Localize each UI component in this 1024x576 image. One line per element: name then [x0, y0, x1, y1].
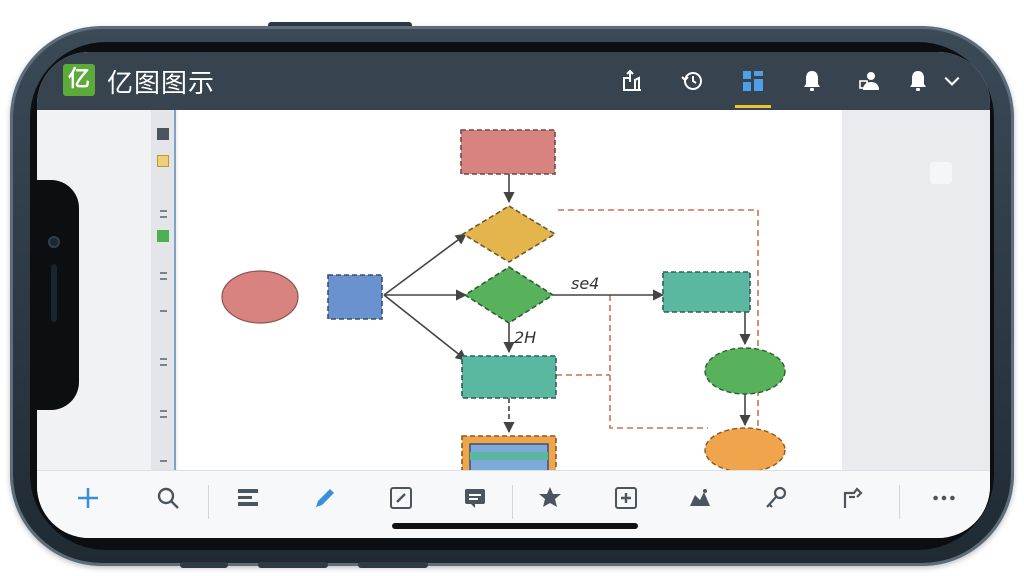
- edge-label-2h: 2H: [514, 328, 536, 347]
- message-icon[interactable]: [460, 483, 490, 513]
- grid-view-icon[interactable]: [738, 67, 768, 95]
- link-icon[interactable]: [837, 483, 867, 513]
- green-ellipse: [704, 347, 786, 395]
- left-ruler-toolbar: [151, 110, 176, 470]
- bell-icon[interactable]: [797, 67, 827, 95]
- camera-notch: [37, 180, 79, 410]
- side-panel: [842, 110, 990, 470]
- connector-arrow: [383, 294, 467, 361]
- decision-diamond: [461, 205, 557, 263]
- speaker-grille: [51, 264, 57, 322]
- decision-diamond: [463, 266, 555, 324]
- user-share-icon[interactable]: [855, 67, 885, 95]
- terminator-ellipse: [221, 270, 299, 324]
- key-icon[interactable]: [761, 483, 791, 513]
- format-icon[interactable]: [233, 483, 263, 513]
- diagram-canvas[interactable]: se4 2H: [178, 110, 842, 470]
- dashed-connector: [609, 295, 708, 429]
- chevron-down-icon[interactable]: [941, 67, 963, 95]
- history-icon[interactable]: [677, 67, 707, 95]
- orange-ellipse: [704, 427, 786, 470]
- shapes-icon[interactable]: [685, 483, 715, 513]
- top-app-bar: 亿 亿图图示: [37, 52, 990, 110]
- add-icon[interactable]: [73, 483, 103, 513]
- input-box: [327, 274, 383, 320]
- inner-band: [470, 452, 548, 460]
- more-icon[interactable]: [927, 483, 961, 513]
- flowchart: se4 2H: [221, 129, 786, 470]
- green-swatch[interactable]: [157, 230, 169, 242]
- app-screen: 亿 亿图图示: [37, 52, 990, 538]
- yellow-swatch[interactable]: [157, 155, 169, 167]
- pen-icon[interactable]: [310, 483, 340, 513]
- panel-handle[interactable]: [930, 162, 952, 184]
- share-up-icon[interactable]: [617, 67, 647, 95]
- search-icon[interactable]: [153, 483, 183, 513]
- edge-label-se4: se4: [571, 274, 599, 293]
- star-badge-icon[interactable]: [535, 483, 565, 513]
- add-box-icon[interactable]: [611, 483, 641, 513]
- volume-down-button: [358, 562, 428, 568]
- notification-icon[interactable]: [903, 67, 933, 95]
- edit-box-icon[interactable]: [386, 483, 416, 513]
- process-box: [461, 355, 557, 399]
- volume-up-button: [258, 562, 328, 568]
- side-button: [180, 562, 228, 568]
- dark-swatch[interactable]: [157, 128, 169, 140]
- home-indicator[interactable]: [392, 523, 638, 529]
- active-tab-indicator: [735, 105, 771, 108]
- connector-arrow: [383, 233, 467, 296]
- start-process-box: [460, 129, 556, 175]
- app-title: 亿图图示: [107, 69, 216, 99]
- camera-icon: [48, 236, 60, 248]
- power-button: [268, 22, 412, 29]
- bottom-toolbar: [37, 470, 990, 538]
- process-box: [662, 271, 751, 313]
- app-logo[interactable]: 亿: [63, 64, 95, 96]
